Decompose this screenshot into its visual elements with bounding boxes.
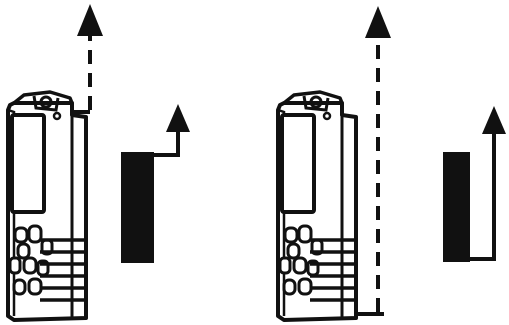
laser-beam-left [72,4,103,114]
left-figure [6,4,190,322]
measurement-bar [121,152,154,263]
arrow-up-icon [166,104,190,132]
beam-arrowhead-icon [365,6,391,38]
measurement-bar [443,152,470,262]
beam-arrowhead-icon [77,4,103,36]
reference-diagram-left [121,104,190,263]
laser-distance-meter-left [6,90,88,322]
reference-diagram-right [443,106,506,262]
right-figure [276,6,506,322]
laser-beam-right [356,6,391,316]
laser-distance-meter-right [276,90,358,322]
arrow-up-icon [482,106,506,134]
